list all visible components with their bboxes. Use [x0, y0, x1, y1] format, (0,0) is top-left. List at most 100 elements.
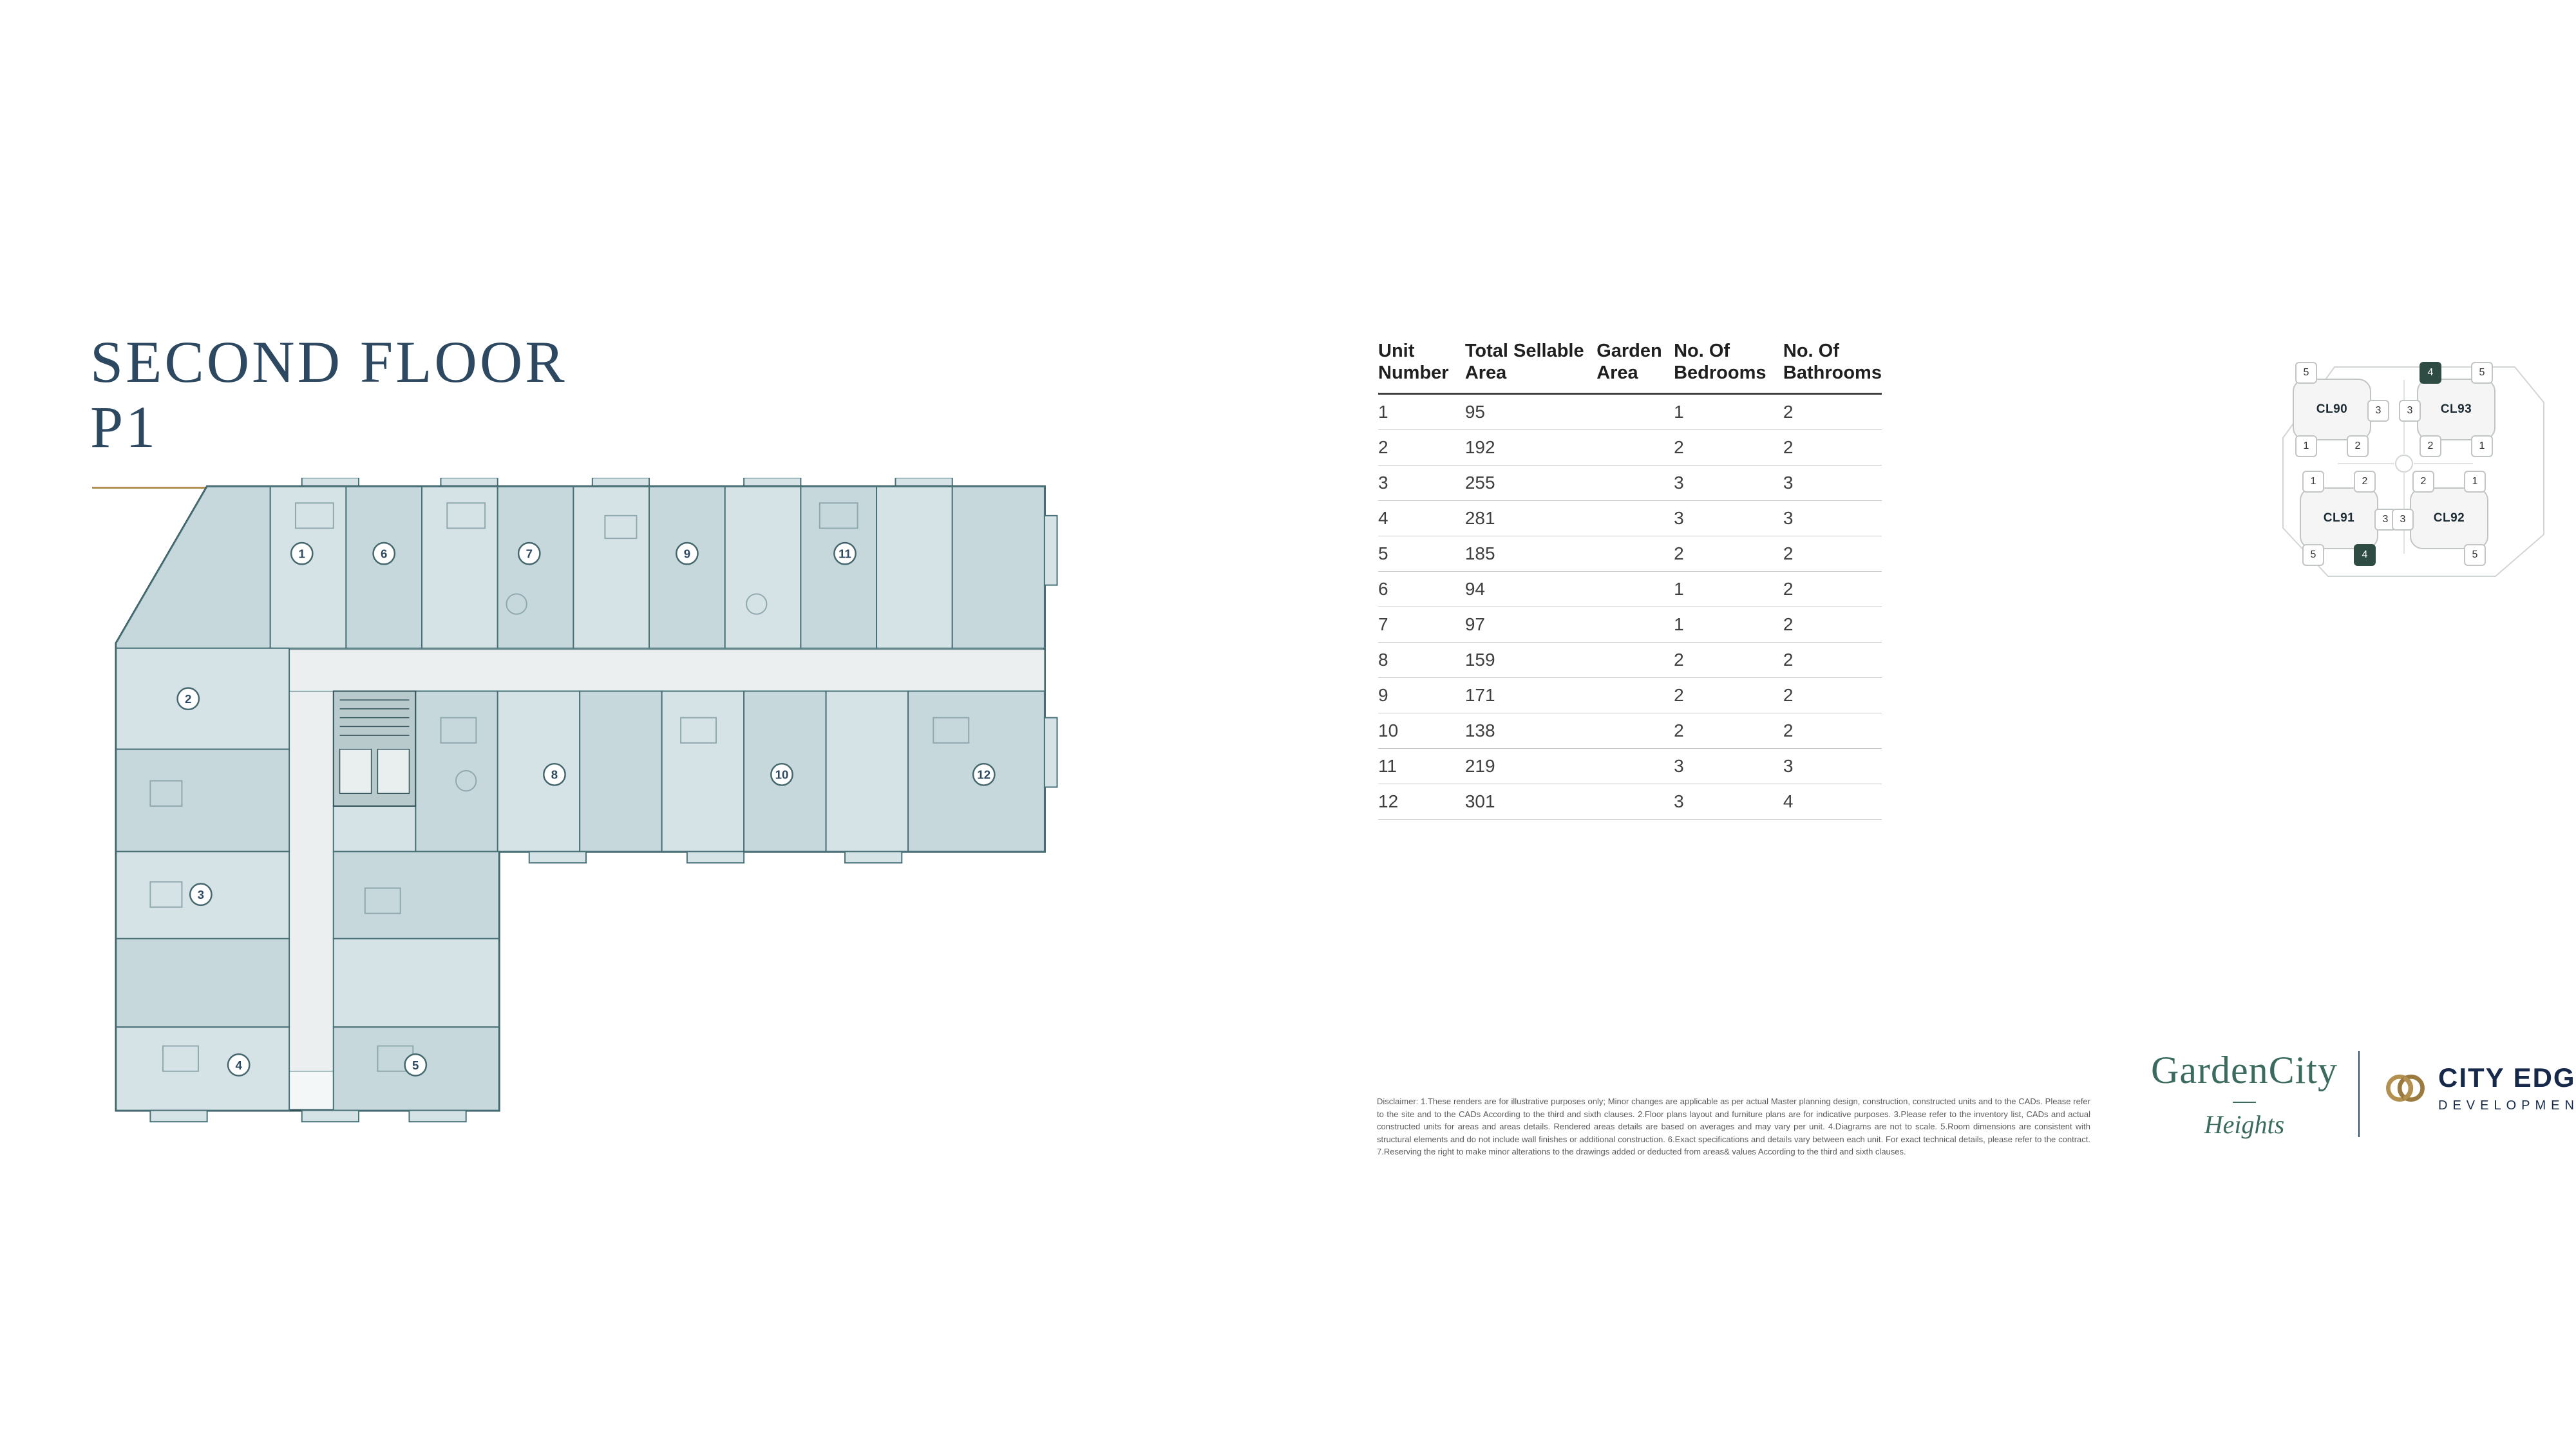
garden-area-cell — [1596, 784, 1674, 820]
minimap-unit-3: 3 — [2399, 400, 2421, 422]
gardencity-wordmark: GardenCity — [2151, 1049, 2338, 1091]
bedrooms-cell: 2 — [1674, 536, 1783, 572]
unit-marker-circle — [517, 541, 541, 565]
sellable-area-cell: 95 — [1464, 393, 1597, 431]
minimap-cluster: CL90 5 3 1 2 — [2293, 362, 2389, 457]
bathrooms-cell: 2 — [1783, 393, 1882, 431]
bedrooms-cell: 1 — [1674, 393, 1783, 431]
garden-area-cell — [1596, 571, 1674, 608]
sellable-area-cell: 281 — [1464, 500, 1597, 537]
garden-area-cell — [1596, 465, 1674, 502]
minimap-unit-2: 2 — [2412, 471, 2434, 493]
minimap-unit-3: 3 — [2367, 400, 2389, 422]
minimap-unit-4: 4 — [2354, 544, 2376, 566]
unit-marker-number: 10 — [775, 768, 789, 782]
cityedge-wordmark: CITY EDGE — [2438, 1062, 2576, 1093]
stair-core — [332, 690, 417, 807]
minimap-unit-2: 2 — [2354, 471, 2376, 493]
sellable-area-cell: 97 — [1464, 607, 1597, 643]
gardencity-logo: GardenCity Heights — [2145, 1048, 2344, 1140]
garden-area-cell — [1596, 642, 1674, 679]
bathrooms-cell: 3 — [1783, 748, 1882, 785]
unit-marker-number: 3 — [198, 888, 204, 901]
sellable-area-cell: 219 — [1464, 748, 1597, 785]
garden-area-cell — [1596, 677, 1674, 714]
brand-divider-line — [2358, 1051, 2360, 1137]
bathrooms-cell: 2 — [1783, 536, 1882, 572]
minimap-unit-1: 1 — [2295, 435, 2317, 457]
city-edge-knot-icon — [2386, 1074, 2425, 1102]
bedrooms-cell: 2 — [1674, 713, 1783, 749]
bathrooms-cell: 2 — [1783, 607, 1882, 643]
minimap-unit-1: 1 — [2302, 471, 2324, 493]
unit-number-cell: 4 — [1378, 500, 1465, 537]
cityedge-text: CITY EDGE DEVELOPMENTS — [2438, 1062, 2576, 1113]
unit-marker-number: 9 — [684, 547, 690, 561]
unit-marker-circle — [675, 541, 699, 565]
sellable-area-cell: 159 — [1464, 642, 1597, 679]
unit-marker-number: 11 — [838, 547, 851, 561]
sellable-area-cell: 94 — [1464, 571, 1597, 608]
page-title: SECOND FLOOR P1 — [90, 329, 567, 460]
minimap-unit-5: 5 — [2295, 362, 2317, 384]
bay-windows-bottom — [149, 514, 1058, 1123]
unit-number-cell: 9 — [1378, 677, 1465, 714]
unit-marker-circle — [189, 883, 213, 907]
unit-marker-circle — [543, 762, 566, 786]
cluster-label: CL91 — [2323, 511, 2355, 525]
unit-marker-number: 5 — [412, 1059, 419, 1072]
unit-number-cell: 2 — [1378, 429, 1465, 466]
unit-marker-circle — [176, 687, 200, 711]
unit-marker-number: 12 — [977, 768, 990, 782]
bedrooms-cell: 3 — [1674, 500, 1783, 537]
unit-marker-circle — [770, 762, 793, 786]
minimap-unit-5: 5 — [2464, 544, 2486, 566]
cityedge-developments-label: DEVELOPMENTS — [2438, 1098, 2576, 1113]
cluster-label: CL93 — [2440, 402, 2472, 416]
bedrooms-cell: 2 — [1674, 642, 1783, 679]
unit-marker-circle — [833, 541, 857, 565]
gardencity-divider — [2233, 1102, 2256, 1103]
phase-title: P1 — [90, 394, 158, 460]
bathrooms-cell: 2 — [1783, 571, 1882, 608]
unit-number-cell: 6 — [1378, 571, 1465, 608]
disclaimer-text: Disclaimer: 1.These renders are for illu… — [1377, 1097, 2090, 1156]
minimap-unit-1: 1 — [2464, 471, 2486, 493]
garden-area-cell — [1596, 607, 1674, 643]
minimap-unit-2: 2 — [2347, 435, 2369, 457]
garden-area-cell — [1596, 536, 1674, 572]
title-underline — [92, 487, 239, 489]
bathrooms-cell: 3 — [1783, 500, 1882, 537]
garden-area-cell — [1596, 748, 1674, 785]
unit-marker-number: 2 — [185, 692, 191, 706]
cluster-label: CL90 — [2316, 402, 2348, 416]
unit-marker-number: 4 — [235, 1059, 242, 1072]
sellable-area-cell: 185 — [1464, 536, 1597, 572]
bathrooms-cell: 4 — [1783, 784, 1882, 820]
minimap-unit-3: 3 — [2392, 509, 2414, 531]
unit-number-cell: 11 — [1378, 748, 1465, 785]
floor-title: SECOND FLOOR — [90, 329, 567, 395]
unit-number-cell: 12 — [1378, 784, 1465, 820]
minimap-unit-5: 5 — [2302, 544, 2324, 566]
